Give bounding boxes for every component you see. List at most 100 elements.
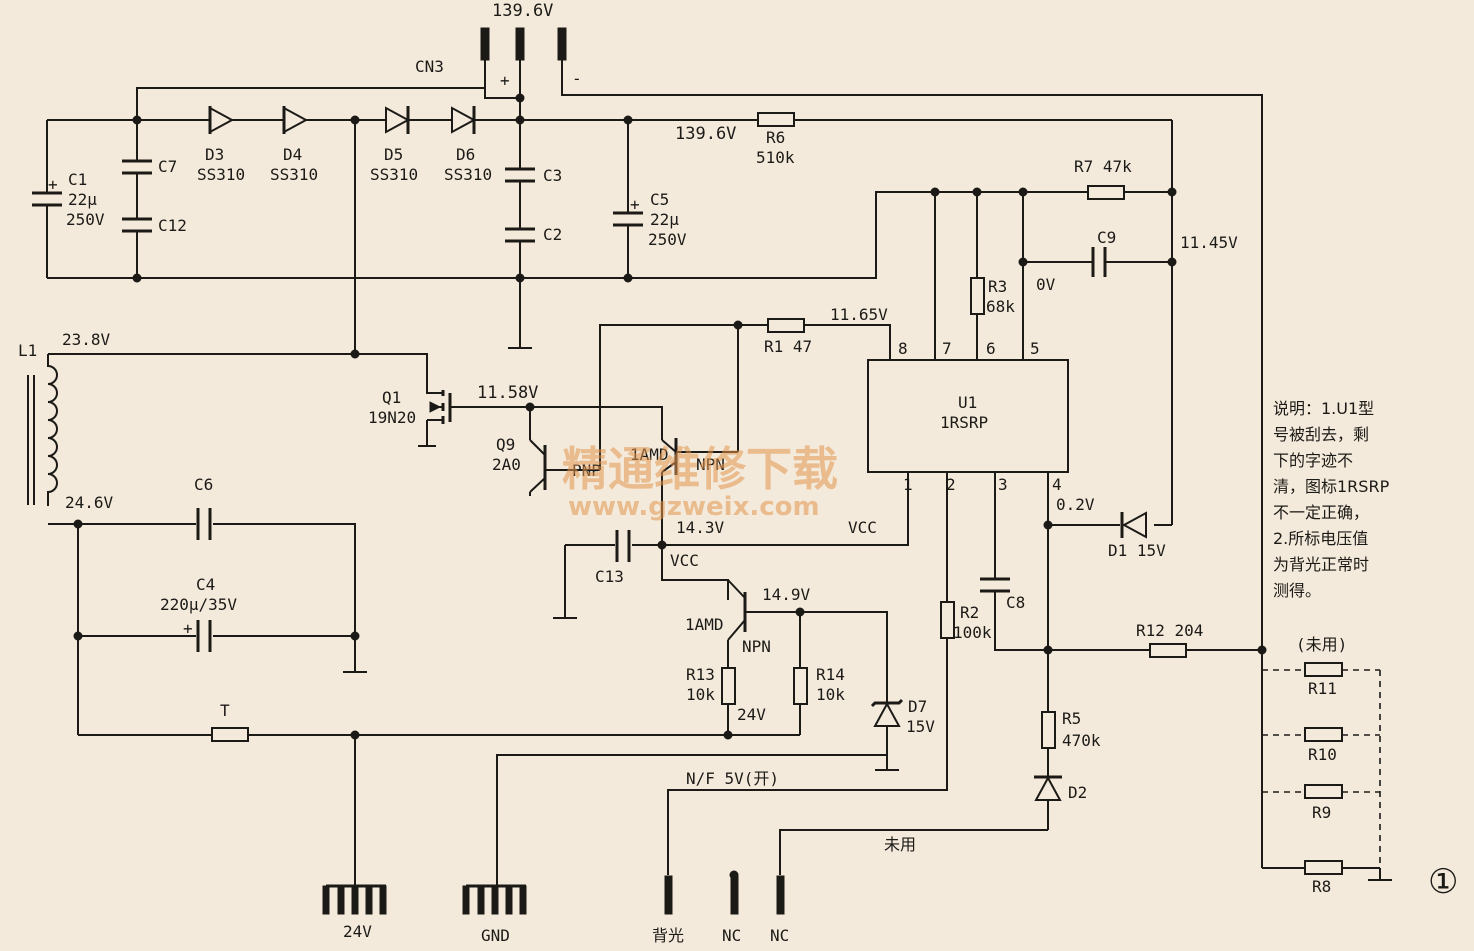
capacitor-c8: C8 [978, 577, 1025, 612]
zener-d7: D7 15V [870, 697, 935, 736]
rail-voltage-label: 139.6V [675, 124, 736, 144]
svg-text:220µ/35V: 220µ/35V [160, 595, 237, 614]
svg-text:R8: R8 [1312, 877, 1331, 896]
resistor-r2: R2 100k [940, 601, 992, 642]
voltage-11-65: 11.65V [830, 305, 888, 324]
connector-nc-2: NC [770, 875, 789, 945]
svg-text:C7: C7 [158, 157, 177, 176]
svg-text:R13: R13 [686, 665, 715, 684]
svg-text:+: + [183, 619, 193, 638]
voltage-0-2: 0.2V [1056, 495, 1095, 514]
svg-text:SS310: SS310 [370, 165, 418, 184]
transistor-1amd-lower: 1AMD NPN [685, 579, 771, 656]
svg-text:NPN: NPN [742, 637, 771, 656]
voltage-24: 24V [737, 705, 766, 724]
svg-text:D2: D2 [1068, 783, 1087, 802]
svg-text:U1: U1 [958, 393, 977, 412]
svg-text:C12: C12 [158, 216, 187, 235]
vcc-label-1: VCC [848, 518, 877, 537]
diode-d2: D2 [1034, 775, 1087, 802]
svg-text:R1 47: R1 47 [764, 337, 812, 356]
nf-5v-label: N/F 5V(开) [686, 769, 779, 788]
svg-text:R12 204: R12 204 [1136, 621, 1203, 640]
svg-text:C8: C8 [1006, 593, 1025, 612]
voltage-11-45: 11.45V [1180, 233, 1238, 252]
svg-text:D5: D5 [384, 145, 403, 164]
svg-text:C6: C6 [194, 475, 213, 494]
note-line-8: 测得。 [1273, 581, 1321, 600]
svg-text:C2: C2 [543, 225, 562, 244]
svg-text:68k: 68k [986, 297, 1015, 316]
cn3-label: CN3 [415, 57, 444, 76]
svg-text:250V: 250V [648, 230, 687, 249]
svg-text:Q1: Q1 [382, 388, 401, 407]
svg-text:2: 2 [946, 475, 956, 494]
note-line-2: 号被刮去，剩 [1273, 425, 1369, 444]
watermark: 精通维修下载 www.gzweix.com [562, 442, 838, 522]
watermark-title: 精通维修下载 [562, 442, 838, 496]
svg-text:D4: D4 [283, 145, 302, 164]
svg-text:22µ: 22µ [650, 210, 679, 229]
note-line-5: 不一定正确， [1273, 503, 1369, 522]
svg-text:1AMD: 1AMD [630, 445, 669, 464]
cn3-minus: - [572, 69, 582, 88]
diode-d1: D1 15V [1108, 511, 1166, 560]
resistor-r12: R12 204 [1136, 621, 1203, 658]
svg-text:510k: 510k [756, 148, 795, 167]
svg-text:C9: C9 [1097, 228, 1116, 247]
svg-text:C4: C4 [196, 575, 215, 594]
svg-text:R6: R6 [766, 128, 785, 147]
svg-text:R2: R2 [960, 603, 979, 622]
svg-text:1: 1 [903, 475, 913, 494]
svg-text:+: + [48, 175, 58, 194]
svg-text:D6: D6 [456, 145, 475, 164]
svg-text:R7 47k: R7 47k [1074, 157, 1132, 176]
svg-text:8: 8 [898, 339, 908, 358]
svg-text:470k: 470k [1062, 731, 1101, 750]
svg-text:R9: R9 [1312, 803, 1331, 822]
svg-text:+: + [630, 195, 640, 214]
capacitor-c12: C12 [120, 216, 187, 235]
note-block: 说明：1.U1型 号被刮去，剩 下的字迹不 清，图标1RSRP 不一定正确， 2… [1273, 399, 1390, 600]
inductor-l1: L1 23.8V [18, 330, 111, 506]
svg-text:C1: C1 [68, 170, 87, 189]
voltage-11-58: 11.58V [477, 383, 538, 403]
svg-text:NPN: NPN [696, 455, 725, 474]
svg-text:19N20: 19N20 [368, 408, 416, 427]
svg-text:15V: 15V [906, 717, 935, 736]
resistor-r10: R10 [1304, 727, 1343, 764]
svg-text:R14: R14 [816, 665, 845, 684]
svg-text:5: 5 [1030, 339, 1040, 358]
unused-label: (未用) [1296, 635, 1347, 654]
svg-text:R11: R11 [1308, 679, 1337, 698]
svg-text:24V: 24V [343, 922, 372, 941]
voltage-24-6: 24.6V [65, 493, 114, 512]
capacitor-c7: C7 [120, 157, 177, 176]
watermark-url: www.gzweix.com [568, 492, 820, 522]
svg-text:SS310: SS310 [197, 165, 245, 184]
vcc-label-2: VCC [670, 551, 699, 570]
connector-gnd: GND [462, 884, 527, 945]
resistor-r8: R8 [1304, 860, 1343, 896]
svg-text:4: 4 [1052, 475, 1062, 494]
svg-text:D3: D3 [205, 145, 224, 164]
svg-text:R5: R5 [1062, 709, 1081, 728]
svg-text:NC: NC [722, 926, 741, 945]
resistor-r9: R9 [1304, 784, 1343, 822]
connector-24v: 24V [322, 884, 387, 941]
resistor-r5: R5 470k [1041, 709, 1101, 750]
note-line-4: 清，图标1RSRP [1273, 477, 1390, 496]
svg-text:6: 6 [986, 339, 996, 358]
svg-text:GND: GND [481, 926, 510, 945]
svg-text:1AMD: 1AMD [685, 615, 724, 634]
svg-text:23.8V: 23.8V [62, 330, 111, 349]
capacitor-c2: C2 [503, 225, 562, 244]
svg-text:1RSRP: 1RSRP [940, 413, 988, 432]
resistor-r3: R3 68k [970, 277, 1015, 316]
figure-number: ① [1428, 862, 1458, 902]
connector-backlight: 背光 [652, 875, 684, 945]
capacitor-c1: + C1 22µ 250V [30, 170, 105, 229]
